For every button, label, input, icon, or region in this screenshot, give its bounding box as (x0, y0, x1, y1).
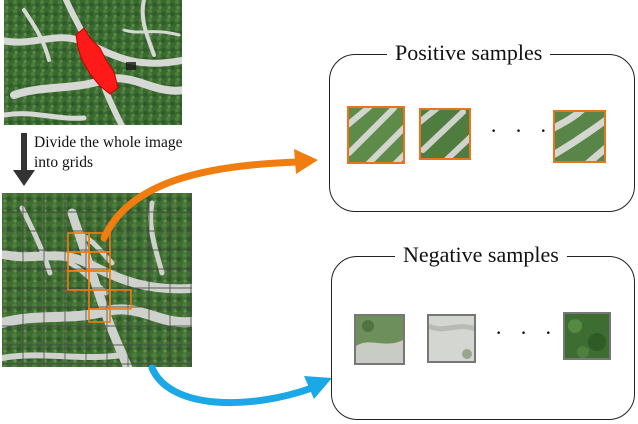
negative-samples-title: Negative samples (395, 242, 567, 268)
source-image (4, 0, 182, 125)
positive-grid-cells (67, 232, 132, 323)
divide-caption: Divide the whole image into grids (34, 133, 183, 173)
negative-sample-tile (563, 312, 611, 360)
gridded-image (2, 193, 192, 367)
positive-ellipsis: · · · (490, 118, 553, 143)
positive-sample-tile (553, 110, 606, 163)
grid-lines (2, 193, 192, 367)
curved-arrow-orange-head (294, 149, 318, 174)
curved-arrow-blue (148, 364, 316, 407)
divide-caption-line-2: into grids (34, 154, 93, 171)
divide-caption-line-1: Divide the whole image (34, 134, 183, 151)
positive-sample-tile (347, 106, 405, 164)
positive-sample-tile (419, 108, 471, 160)
gridded-image-terrain (2, 193, 192, 367)
curved-arrow-blue-head (304, 376, 332, 399)
negative-ellipsis: · · · (495, 320, 558, 345)
negative-sample-tile (354, 314, 405, 365)
landslide-mask (75, 27, 119, 95)
source-image-terrain (4, 0, 182, 125)
positive-samples-title: Positive samples (387, 40, 551, 66)
negative-sample-tile (427, 314, 476, 363)
